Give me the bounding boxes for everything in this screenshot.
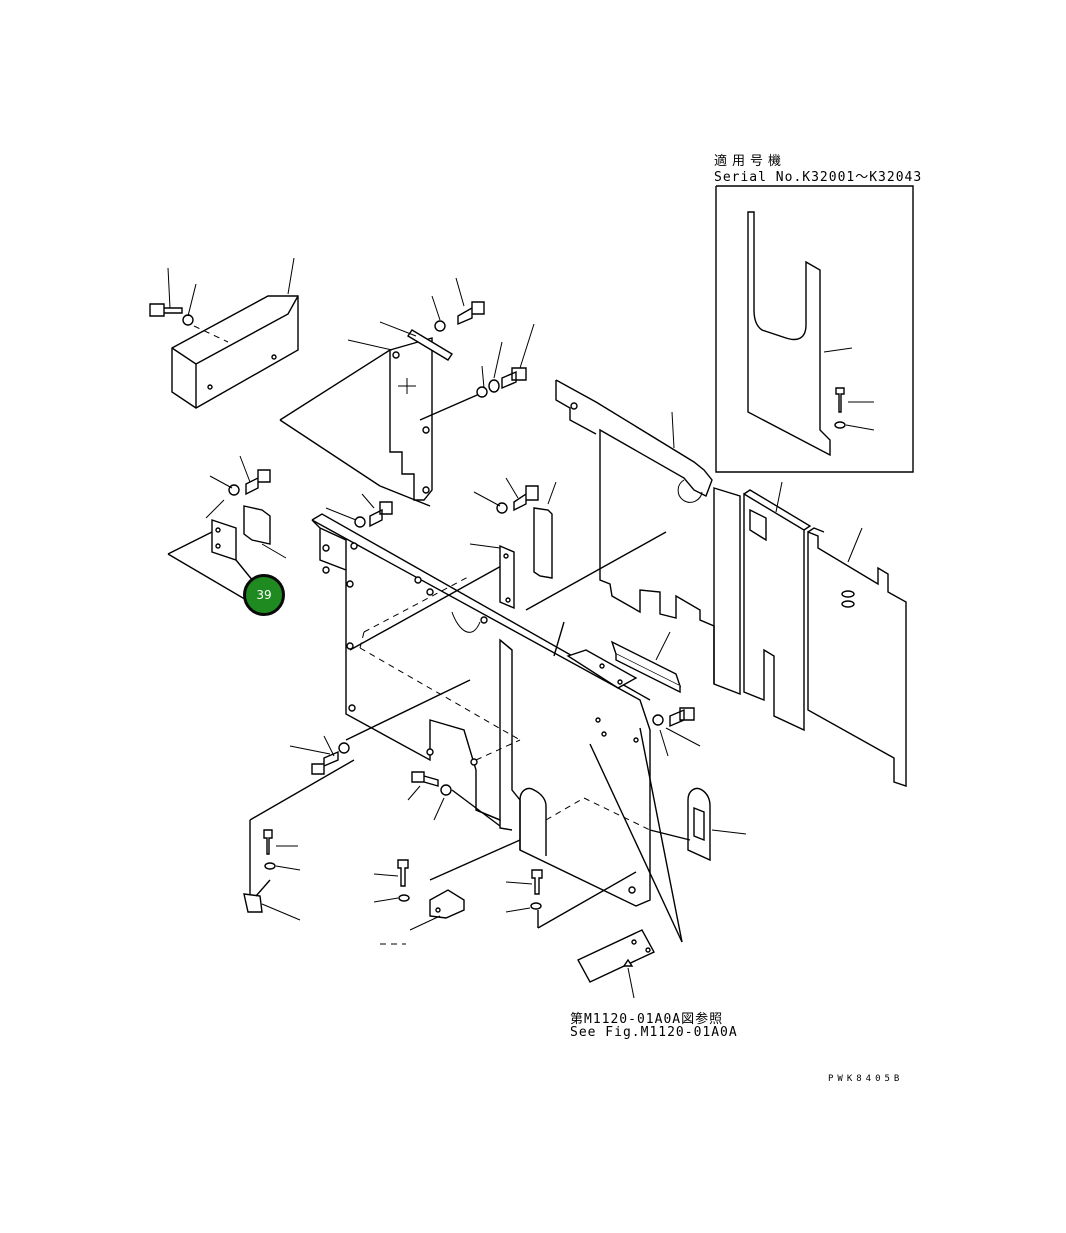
serial-title-jp: 適用号機 — [714, 154, 787, 169]
serial-number-range: Serial No.K32001～K32043 — [714, 170, 923, 185]
serial-inset-box — [715, 185, 914, 473]
lower-left-fasteners — [243, 679, 637, 931]
lower-right-parts — [649, 707, 747, 862]
right-brackets — [325, 379, 715, 694]
reference-label-jp: 第M1120-01A0A図参照 — [570, 1012, 724, 1027]
drawing-code: PWK8405B — [828, 1074, 904, 1084]
upper-plate — [279, 277, 535, 507]
right-panels — [713, 481, 907, 787]
main-frame — [311, 513, 667, 907]
part-callout-39[interactable]: 39 — [243, 574, 285, 616]
callout-number: 39 — [256, 588, 272, 602]
reference-label-en: See Fig.M1120-01A0A — [570, 1025, 738, 1040]
top-left-cover — [149, 257, 299, 409]
reference-plate — [577, 727, 683, 999]
left-bracket-parts — [167, 455, 287, 609]
